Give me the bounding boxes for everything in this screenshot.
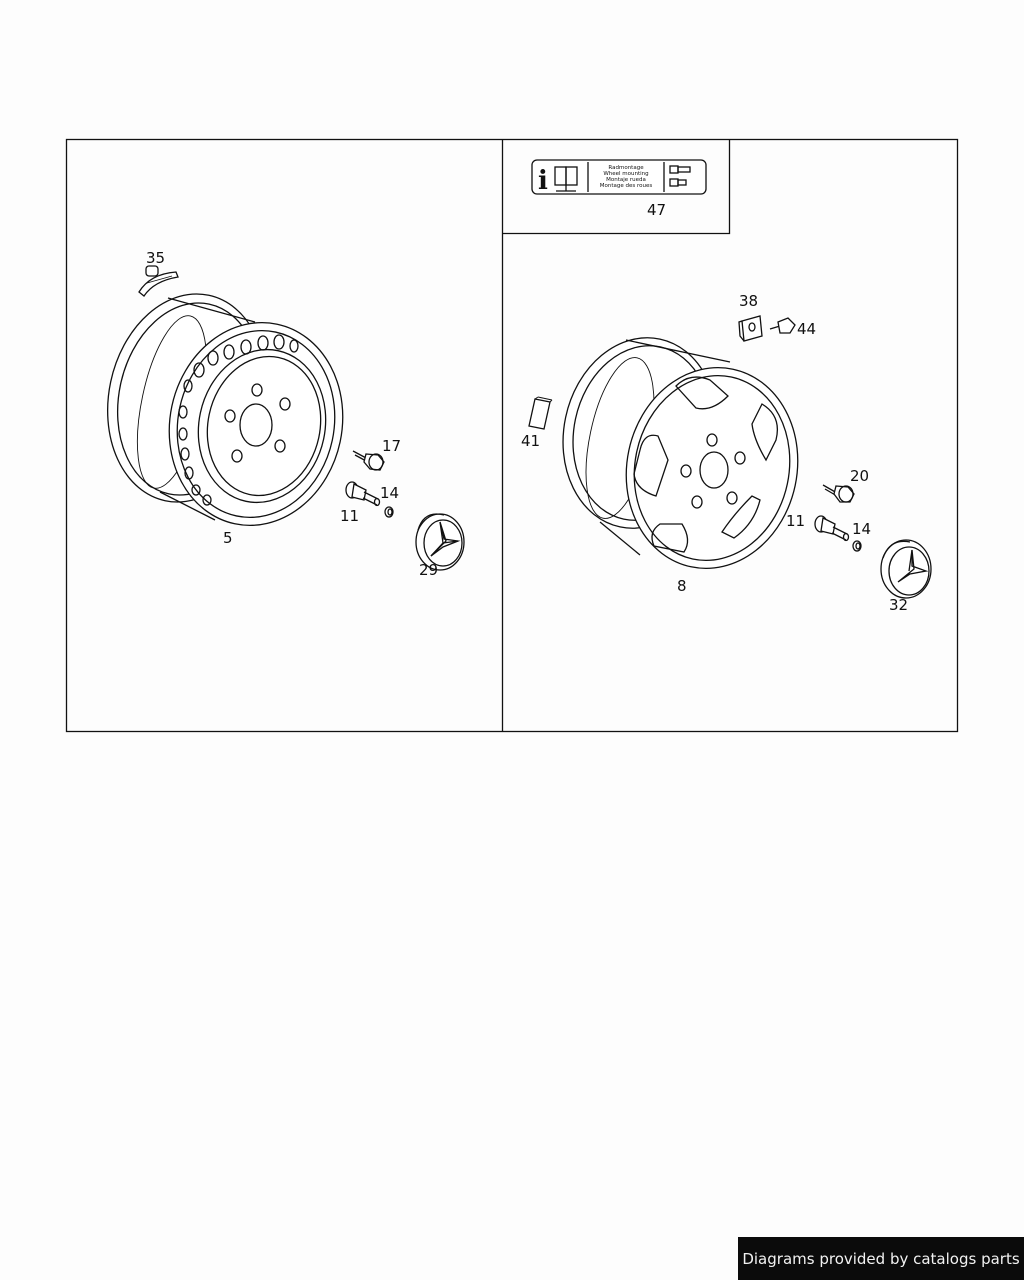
label-35: 35 [146,249,165,267]
attribution-footer: Diagrams provided by catalogs parts [738,1237,1024,1280]
label-20: 20 [850,467,869,485]
valve-cap-part-14-right [852,540,862,552]
info-i-icon: i [538,166,548,196]
label-47: 47 [647,201,666,219]
label-8: 8 [677,577,687,595]
balance-weight-part-41 [528,396,553,430]
label-38: 38 [739,292,758,310]
label-5: 5 [223,529,233,547]
attribution-text: Diagrams provided by catalogs parts [742,1249,1020,1268]
steel-wheel-part-5 [106,293,344,527]
alloy-wheel-part-8 [562,337,799,570]
hub-cap-part-32 [880,539,932,599]
wheel-bolt-part-20 [822,484,855,503]
hub-cap-part-29 [415,513,465,571]
valve-part-11-left [345,481,381,507]
wheel-bolt-part-17 [352,450,385,471]
label-11-left: 11 [340,507,359,525]
label-11-right: 11 [786,512,805,530]
label-32: 32 [889,596,908,614]
label-44: 44 [797,320,816,338]
valve-cap-part-14-left [384,506,394,518]
info-label-part-47: i Radmontage Wheel mounting Montaje rued… [531,159,707,196]
info-label-line-4: Montage des roues [600,183,653,189]
diagram-frame [65,138,959,733]
label-14-left: 14 [380,484,399,502]
info-label-line-3: Montaje rueda [606,177,646,183]
label-14-right: 14 [852,520,871,538]
info-label-line-2: Wheel mounting [603,171,648,177]
bolt-icon [669,165,691,187]
clip-part-38 [738,315,763,342]
balance-weight-part-35 [138,265,179,297]
balance-weight-part-44 [769,317,796,334]
label-41: 41 [521,432,540,450]
label-17: 17 [382,437,401,455]
info-label-line-1: Radmontage [608,165,644,171]
valve-part-11-right [814,515,850,542]
manual-book-icon [554,166,578,192]
info-box-frame [502,139,731,235]
label-29: 29 [419,561,438,579]
